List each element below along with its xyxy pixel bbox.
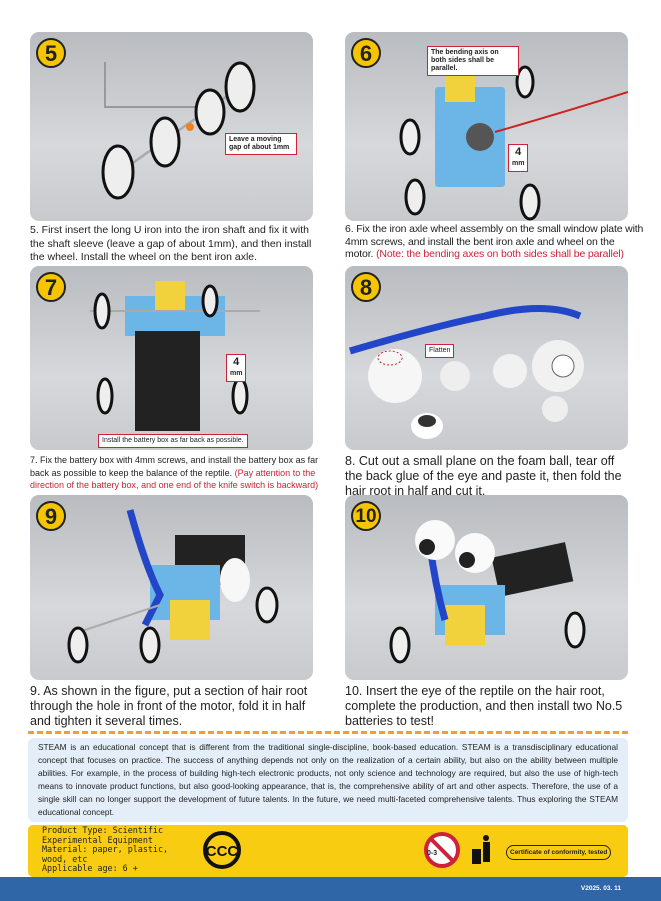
material: Material: paper, plastic,: [42, 844, 169, 855]
product-info: Product Type: Scientific Experimental Eq…: [42, 825, 169, 874]
step-number: 9: [36, 501, 66, 531]
callout: Flatten: [425, 344, 455, 358]
step-5-caption: 5. First insert the long U iron into the…: [30, 224, 312, 263]
battery-box-illustration: [90, 281, 260, 431]
screw-size: 4: [515, 146, 522, 158]
steam-description: STEAM is an educational concept that is …: [28, 738, 628, 822]
step-number: 6: [351, 38, 381, 68]
divider: [28, 731, 628, 734]
step-8-image: 8 Flatten: [345, 266, 628, 450]
caption-text: 7. Fix the battery box with 4mm screws, …: [30, 455, 319, 478]
svg-text:CCC: CCC: [206, 843, 239, 860]
applicable-age: Applicable age: 6 +: [42, 863, 138, 874]
foam-ball-illustration: [349, 305, 584, 439]
product-type: Product Type: Scientific: [42, 825, 164, 835]
step-9-image: 9: [30, 495, 313, 680]
callout: Install the battery box as far back as p…: [98, 434, 248, 448]
caption-note: (Pay attention to the direction of the b…: [30, 467, 319, 491]
step-number: 8: [351, 272, 381, 302]
recycle-bin-icon: [472, 835, 490, 864]
screw-size-label: 4 mm: [508, 144, 529, 172]
step-6-image: 6 The bending axis on both sides shall b…: [345, 32, 628, 221]
screw-size-label: 4 mm: [226, 354, 247, 382]
callout: The bending axis on both sides shall be …: [427, 46, 519, 76]
step-5-image: 5 Leave a moving gap of about 1mm: [30, 32, 313, 221]
caption-note: (Note: the bending axes on both sides sh…: [376, 248, 624, 260]
wheel-assembly-illustration: [101, 61, 256, 200]
callout: Leave a moving gap of about 1mm: [225, 133, 297, 155]
version-label: V2025. 03. 11: [580, 885, 621, 892]
age-warning-icon: [424, 832, 460, 868]
screw-unit: mm: [512, 160, 525, 167]
step-7-caption: 7. Fix the battery box with 4mm screws, …: [30, 454, 320, 492]
age-warning-label: 0-3: [427, 850, 438, 857]
material-cont: wood, etc: [42, 853, 88, 864]
screw-size: 4: [233, 356, 240, 368]
step-number: 7: [36, 272, 66, 302]
step-9-caption: 9. As shown in the figure, put a section…: [30, 684, 308, 728]
product-type-cont: Experimental Equipment: [42, 834, 153, 845]
footer-bar: V2025. 03. 11: [0, 877, 661, 901]
step-10-caption: 10. Insert the eye of the reptile on the…: [345, 684, 623, 728]
reptile-hair-illustration: [67, 509, 279, 664]
product-info-bar: Product Type: Scientific Experimental Eq…: [28, 825, 628, 877]
finished-reptile-illustration: [389, 520, 586, 664]
step-7-image: 7 4 mm Install the battery box as far bac…: [30, 266, 313, 450]
caption-text: 6. Fix the iron axle wheel assembly on t…: [345, 223, 644, 260]
motor-plate-illustration: [399, 52, 628, 221]
ccc-mark-icon: CCC: [203, 831, 241, 869]
step-6-caption: 6. Fix the iron axle wheel assembly on t…: [345, 223, 645, 261]
certificate-badge: Certificate of conformity, tested: [506, 845, 612, 860]
step-number: 10: [351, 501, 381, 531]
step-10-image: 10: [345, 495, 628, 680]
step-number: 5: [36, 38, 66, 68]
step-8-caption: 8. Cut out a small plane on the foam bal…: [345, 454, 622, 498]
screw-unit: mm: [230, 370, 243, 377]
